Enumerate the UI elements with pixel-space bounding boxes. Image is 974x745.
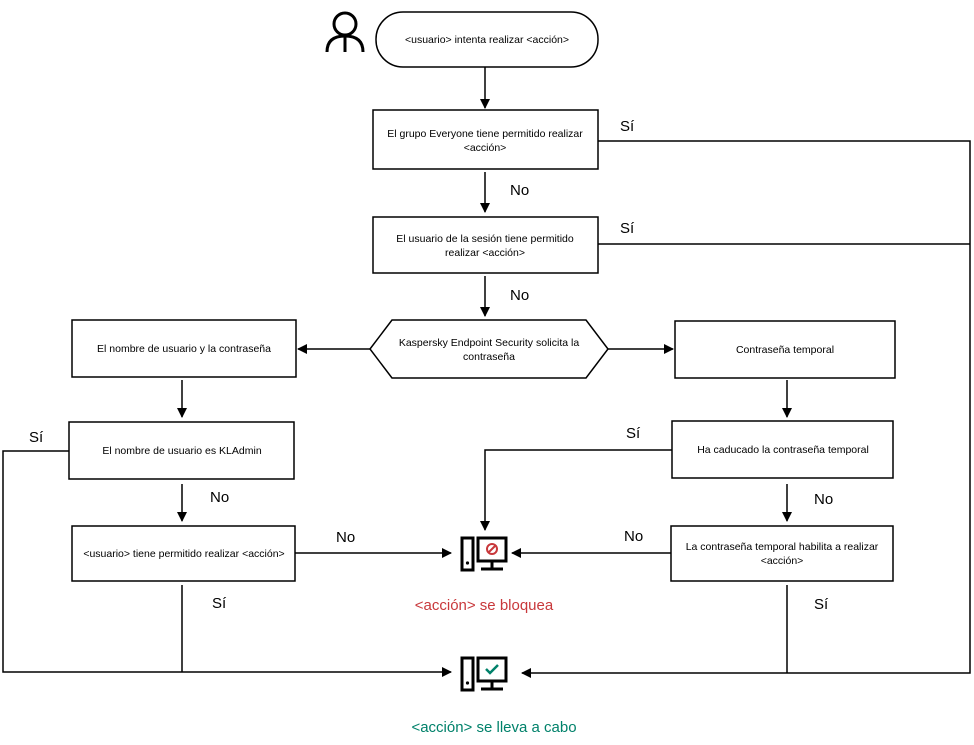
start-node — [375, 11, 599, 68]
no-label: No — [510, 287, 529, 304]
temp-allows-label-1: La contraseña temporal habilita a realiz… — [686, 541, 879, 553]
everyone-label-2: <acción> — [464, 142, 507, 154]
no-label: No — [510, 182, 529, 199]
yes-line — [2, 450, 452, 677]
kes-asks-label-2: contraseña — [463, 351, 515, 363]
computer-blocked-icon — [460, 536, 508, 572]
blocked-result-label: <acción> se bloquea — [415, 597, 554, 614]
session-user-label-2: realizar <acción> — [445, 247, 525, 259]
user-allowed-label: <usuario> tiene permitido realizar <acci… — [83, 548, 284, 560]
yes-line — [521, 140, 971, 678]
allowed-result-label: <acción> se lleva a cabo — [411, 719, 576, 736]
yes-label: Sí — [620, 118, 635, 135]
temp-password-node — [674, 320, 896, 379]
temp-allows-node — [670, 525, 894, 582]
everyone-label-1: El grupo Everyone tiene permitido realiz… — [387, 128, 583, 140]
temp-password-label: Contraseña temporal — [736, 344, 834, 356]
yes-label: Sí — [212, 595, 227, 612]
session-user-node — [372, 216, 599, 274]
yes-line — [480, 449, 672, 531]
everyone-node — [372, 109, 599, 170]
temp-expired-label: Ha caducado la contraseña temporal — [697, 444, 869, 456]
start-label: <usuario> intenta realizar <acción> — [405, 34, 569, 46]
no-label: No — [336, 529, 355, 546]
yes-label: Sí — [626, 425, 641, 442]
user-allowed-node — [71, 525, 296, 582]
user-password-node — [71, 319, 297, 378]
is-kladmin-label: El nombre de usuario es KLAdmin — [102, 445, 261, 457]
computer-allowed-icon — [460, 656, 508, 692]
temp-allows-label-2: <acción> — [761, 555, 804, 567]
session-user-label-1: El usuario de la sesión tiene permitido — [396, 233, 574, 245]
user-icon — [325, 11, 365, 53]
no-label: No — [624, 528, 643, 545]
user-password-label: El nombre de usuario y la contraseña — [97, 343, 271, 355]
kes-asks-label-1: Kaspersky Endpoint Security solicita la — [399, 337, 579, 349]
no-label: No — [814, 491, 833, 508]
yes-label: Sí — [620, 220, 635, 237]
no-label: No — [210, 489, 229, 506]
kes-asks-node — [369, 319, 609, 379]
yes-label: Sí — [814, 596, 829, 613]
yes-label: Sí — [29, 429, 44, 446]
